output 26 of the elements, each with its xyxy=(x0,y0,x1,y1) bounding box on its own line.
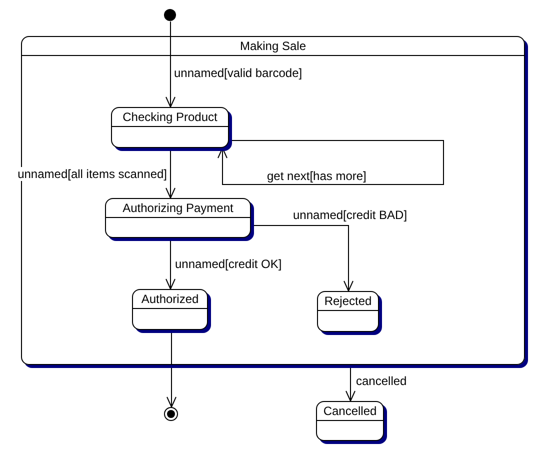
transition-label: cancelled xyxy=(355,374,408,388)
state-box xyxy=(111,107,229,148)
transition-label: unnamed[all items scanned] xyxy=(16,167,168,181)
transition-arrow xyxy=(166,330,176,408)
transition-label: unnamed[credit OK] xyxy=(174,257,283,271)
state-name: Making Sale xyxy=(240,39,306,53)
state-name: Checking Product xyxy=(122,110,218,124)
initial-state-dot xyxy=(164,9,176,21)
transition-arrow xyxy=(166,148,176,198)
state-name: Rejected xyxy=(324,294,372,308)
transition-label: get next[has more] xyxy=(266,169,368,183)
state-box xyxy=(105,198,251,238)
transition-arrow xyxy=(346,365,356,402)
transition-label: unnamed[valid barcode] xyxy=(173,66,304,80)
transition-label: unnamed[credit BAD] xyxy=(292,208,408,222)
state-name: Cancelled xyxy=(323,404,377,418)
state-box xyxy=(132,289,208,330)
transition-arrow xyxy=(166,21,176,108)
state-box xyxy=(316,401,384,441)
state-name: Authorized xyxy=(141,292,199,306)
self-transition-arrow xyxy=(218,140,444,185)
final-state-bullseye xyxy=(164,407,178,421)
state-name: Authorizing Payment xyxy=(122,201,234,215)
state-box xyxy=(317,291,379,332)
transition-arrow xyxy=(251,225,354,292)
transition-arrow xyxy=(166,238,176,290)
